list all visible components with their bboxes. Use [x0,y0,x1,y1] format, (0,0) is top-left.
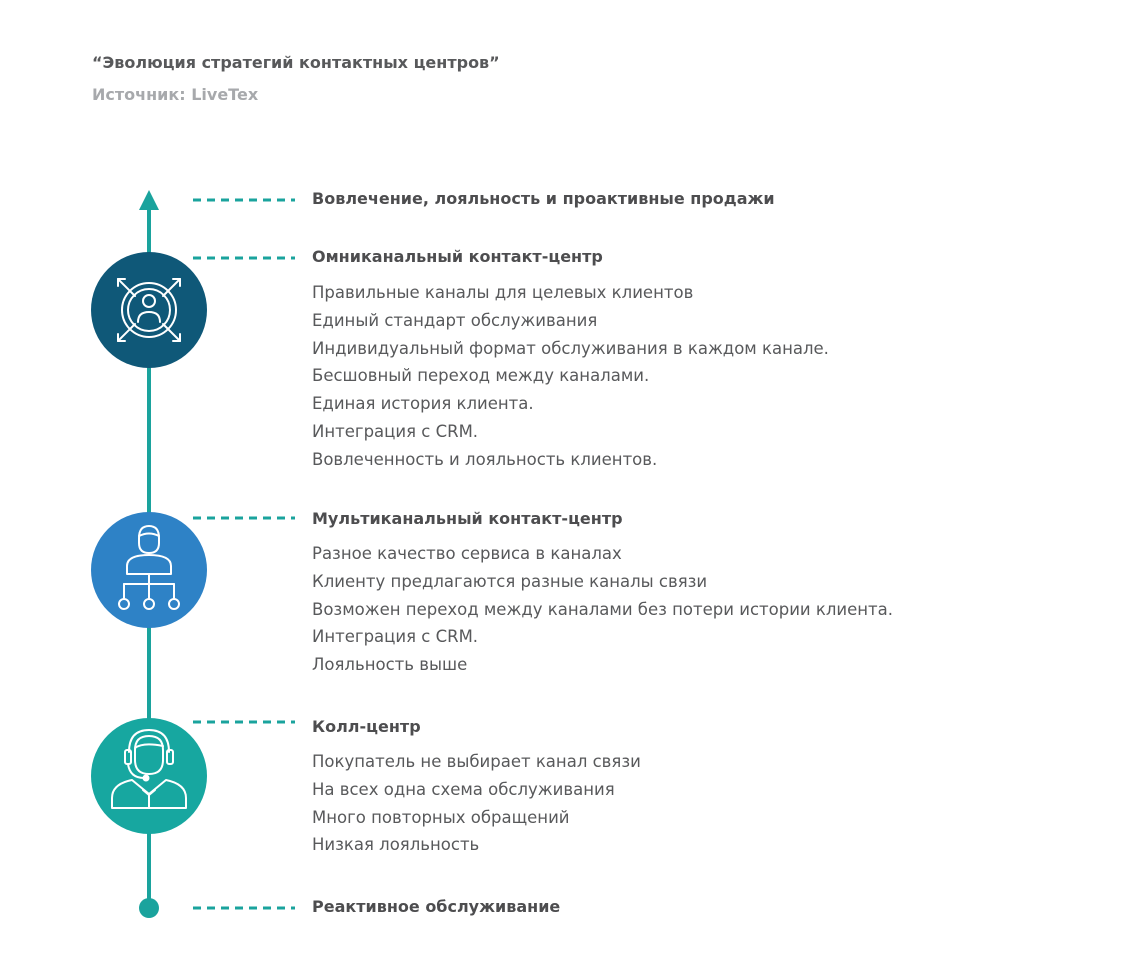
stage-omnichannel-title: Омниканальный контакт-центр [312,247,603,266]
list-item: Возможен переход между каналами без поте… [312,599,894,619]
list-item: Бесшовный переход между каналами. [312,366,650,386]
list-item: Интеграция с CRM. [312,627,479,647]
list-item: Единый стандарт обслуживания [312,310,598,330]
user-network-icon [118,525,180,610]
list-item: Покупатель не выбирает канал связи [312,752,641,771]
list-item: Низкая лояльность [312,835,480,855]
list-item: Много повторных обращений [312,807,570,827]
stage-top-title: Вовлечение, лояльность и проактивные про… [312,189,775,208]
stage-callcenter-list: Покупатель не выбирает канал связи На вс… [312,748,641,859]
omnichannel-node [91,252,207,368]
list-item: Правильные каналы для целевых клиентов [312,283,694,302]
list-item: Лояльность выше [312,655,468,675]
list-item: Разное качество сервиса в каналах [312,544,622,563]
list-item: На всех одна схема обслуживания [312,779,615,799]
callcenter-node [91,718,207,834]
stage-omnichannel-list: Правильные каналы для целевых клиентов Е… [312,279,829,474]
list-item: Клиенту предлагаются разные каналы связи [312,571,708,591]
headset-operator-icon [111,729,187,809]
multichannel-node [91,512,207,628]
stage-multichannel-list: Разное качество сервиса в каналах Клиент… [312,540,893,679]
list-item: Интеграция с CRM. [312,421,479,441]
diagram-source: Источник: LiveTex [92,85,259,104]
timeline-start-dot [139,898,159,918]
expand-user-icon [117,278,181,342]
list-item: Индивидуальный формат обслуживания в каж… [312,338,829,358]
stage-callcenter-title: Колл-центр [312,717,421,736]
stage-bottom-title: Реактивное обслуживание [312,897,561,916]
list-item: Вовлеченность и лояльность клиентов. [312,449,658,469]
timeline-arrowhead [139,190,159,210]
stage-multichannel-title: Мультиканальный контакт-центр [312,509,623,528]
diagram-title: “Эволюция стратегий контактных центров” [92,53,500,72]
list-item: Единая история клиента. [312,394,534,414]
